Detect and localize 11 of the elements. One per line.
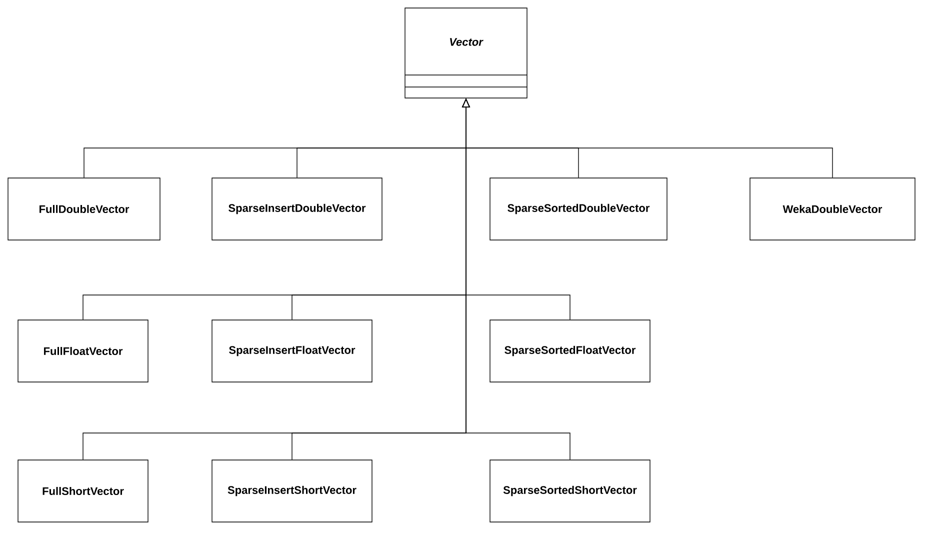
class-box: SparseSortedDoubleVector — [490, 178, 668, 240]
class-box: Vector — [404, 8, 528, 98]
class-box: SparseSortedFloatVector — [490, 320, 650, 382]
class-box: SparseInsertDoubleVector — [212, 178, 382, 240]
class-box: FullFloatVector — [18, 320, 148, 382]
class-box: WekaDoubleVector — [750, 178, 916, 240]
class-box: SparseInsertShortVector — [212, 460, 372, 522]
class-box: SparseSortedShortVector — [490, 460, 650, 522]
class-box: FullDoubleVector — [8, 178, 160, 240]
class-box: SparseInsertFloatVector — [212, 320, 372, 382]
class-box: FullShortVector — [18, 460, 148, 522]
